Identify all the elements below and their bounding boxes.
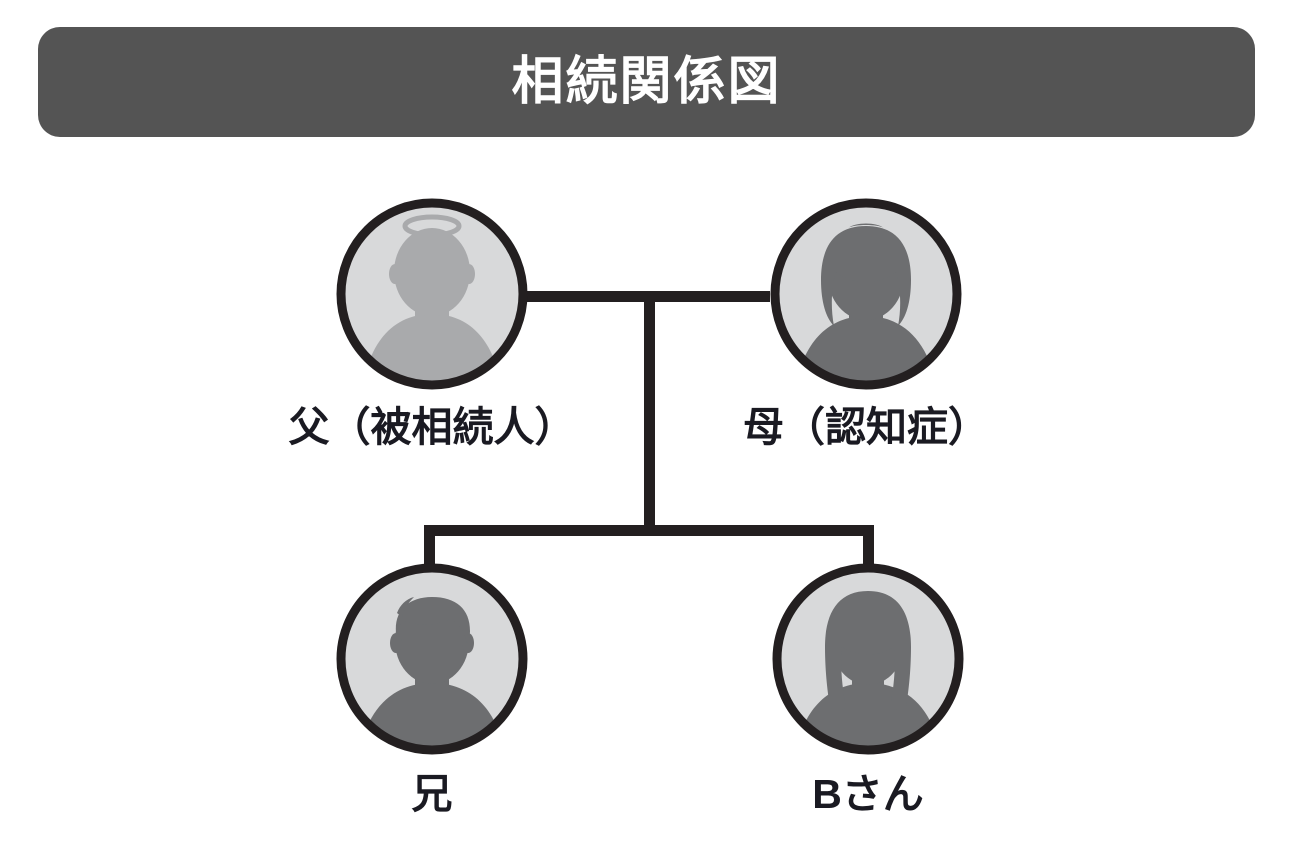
page-title: 相続関係図 (511, 53, 782, 111)
avatar-mother (768, 196, 964, 392)
header-banner: 相続関係図 (38, 27, 1255, 137)
person-node-mother[interactable]: 母（認知症） (743, 196, 989, 449)
avatar-father (334, 196, 530, 392)
person-node-father[interactable]: 父（被相続人） (289, 196, 576, 449)
person-node-brother[interactable]: 兄 (327, 561, 537, 816)
silhouette-male-light (362, 228, 502, 385)
person-label-brother: 兄 (411, 771, 453, 817)
sibling-bar (424, 525, 874, 536)
descent-line (644, 291, 655, 536)
avatar-bsan (770, 561, 966, 757)
person-label-father: 父（被相続人） (288, 404, 576, 450)
halo-icon (402, 214, 462, 238)
person-label-bsan: Bさん (812, 771, 924, 817)
avatar-brother (334, 561, 530, 757)
person-node-bsan[interactable]: Bさん (763, 561, 973, 816)
person-label-mother: 母（認知症） (743, 404, 989, 450)
marriage-line (524, 291, 770, 302)
